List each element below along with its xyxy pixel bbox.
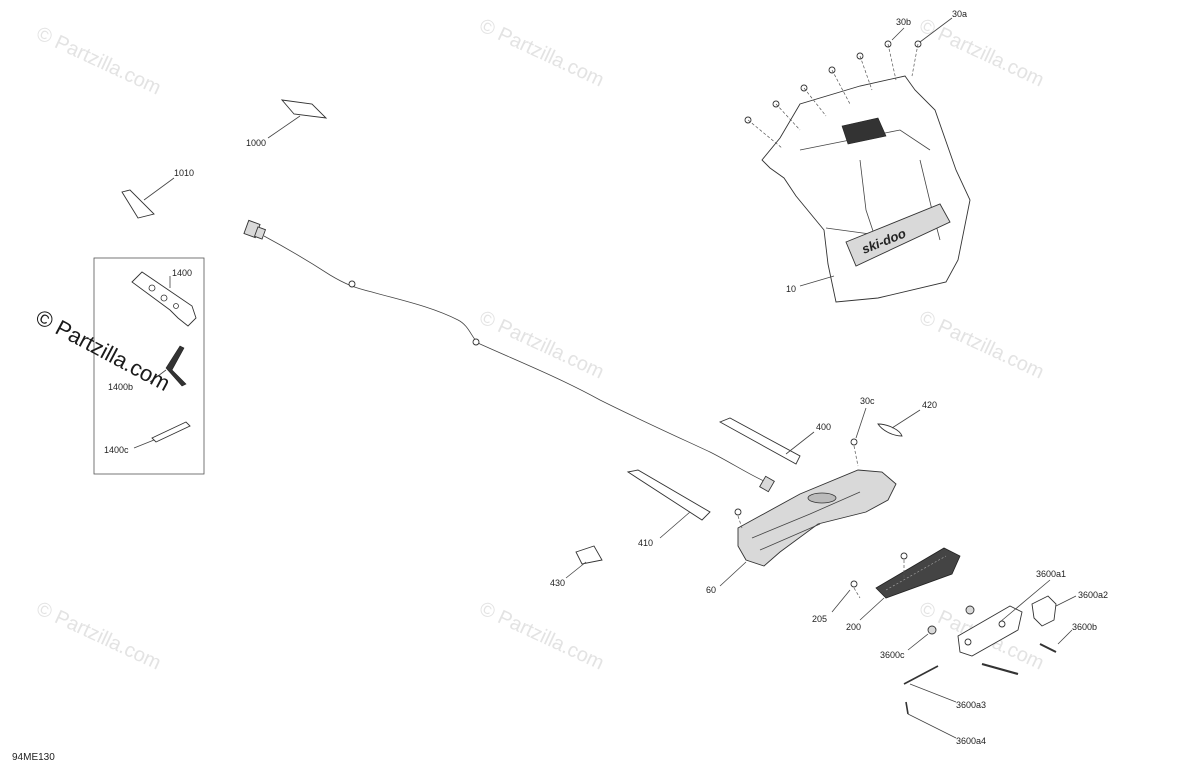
callout-410: 410 (638, 538, 653, 548)
watermark: © Partzilla.com (916, 307, 1047, 384)
wiring-harness[interactable] (243, 219, 775, 493)
callout-3600a3: 3600a3 (956, 700, 986, 710)
callout-430: 430 (550, 578, 565, 588)
callout-420: 420 (922, 400, 937, 410)
part-60-taillight-housing[interactable]: 60 (706, 469, 897, 595)
callout-3600a2: 3600a2 (1078, 590, 1108, 600)
part-1010-decal[interactable]: 1010 (121, 168, 194, 219)
callout-1010: 1010 (174, 168, 194, 178)
part-410-reflector[interactable]: 410 (626, 469, 711, 548)
callout-30b: 30b (896, 17, 911, 27)
watermark: © Partzilla.com (33, 598, 164, 675)
callout-3600c: 3600c (880, 650, 905, 660)
callout-200: 200 (846, 622, 861, 632)
callout-1000: 1000 (246, 138, 266, 148)
watermark: © Partzilla.com (476, 598, 607, 675)
callout-1400: 1400 (172, 268, 192, 278)
part-1400c-strap[interactable] (133, 421, 191, 449)
part-205-screw[interactable]: 205 (812, 580, 861, 624)
watermark: © Partzilla.com (476, 15, 607, 92)
part-1400b-hex-key[interactable] (149, 345, 187, 387)
part-430-clip[interactable]: 430 (550, 545, 603, 588)
part-3600-bracket-assembly[interactable]: 3600a1 3600a2 3600c 3600b 3600a3 3600a4 (880, 569, 1108, 746)
diagram-code: 94ME130 (12, 752, 55, 763)
callout-3600a4: 3600a4 (956, 736, 986, 746)
tool-kit-box[interactable]: 1400 1400b 1400c (93, 257, 205, 475)
part-420-lens[interactable]: 420 (877, 400, 937, 437)
watermark-primary: © Partzilla.com (32, 304, 175, 396)
part-1000-decal[interactable]: 1000 (246, 99, 328, 148)
callout-400: 400 (816, 422, 831, 432)
part-200-light[interactable]: 200 (846, 547, 961, 632)
part-10-rear-flap[interactable]: ski-doo 10 30b 30a (744, 9, 971, 303)
callout-3600b: 3600b (1072, 622, 1097, 632)
callout-3600a1: 3600a1 (1036, 569, 1066, 579)
callout-30a: 30a (952, 9, 967, 19)
watermark: © Partzilla.com (476, 307, 607, 384)
callout-60: 60 (706, 585, 716, 595)
watermark: © Partzilla.com (916, 15, 1047, 92)
callout-10: 10 (786, 284, 796, 294)
part-30c-screw[interactable]: 30c (850, 396, 875, 467)
callout-30c: 30c (860, 396, 875, 406)
part-1400-wrench[interactable] (131, 271, 197, 327)
part-400-reflector[interactable]: 400 (718, 417, 831, 465)
callout-205: 205 (812, 614, 827, 624)
callout-1400b: 1400b (108, 382, 133, 392)
watermark: © Partzilla.com (33, 23, 164, 100)
callout-1400c: 1400c (104, 445, 129, 455)
